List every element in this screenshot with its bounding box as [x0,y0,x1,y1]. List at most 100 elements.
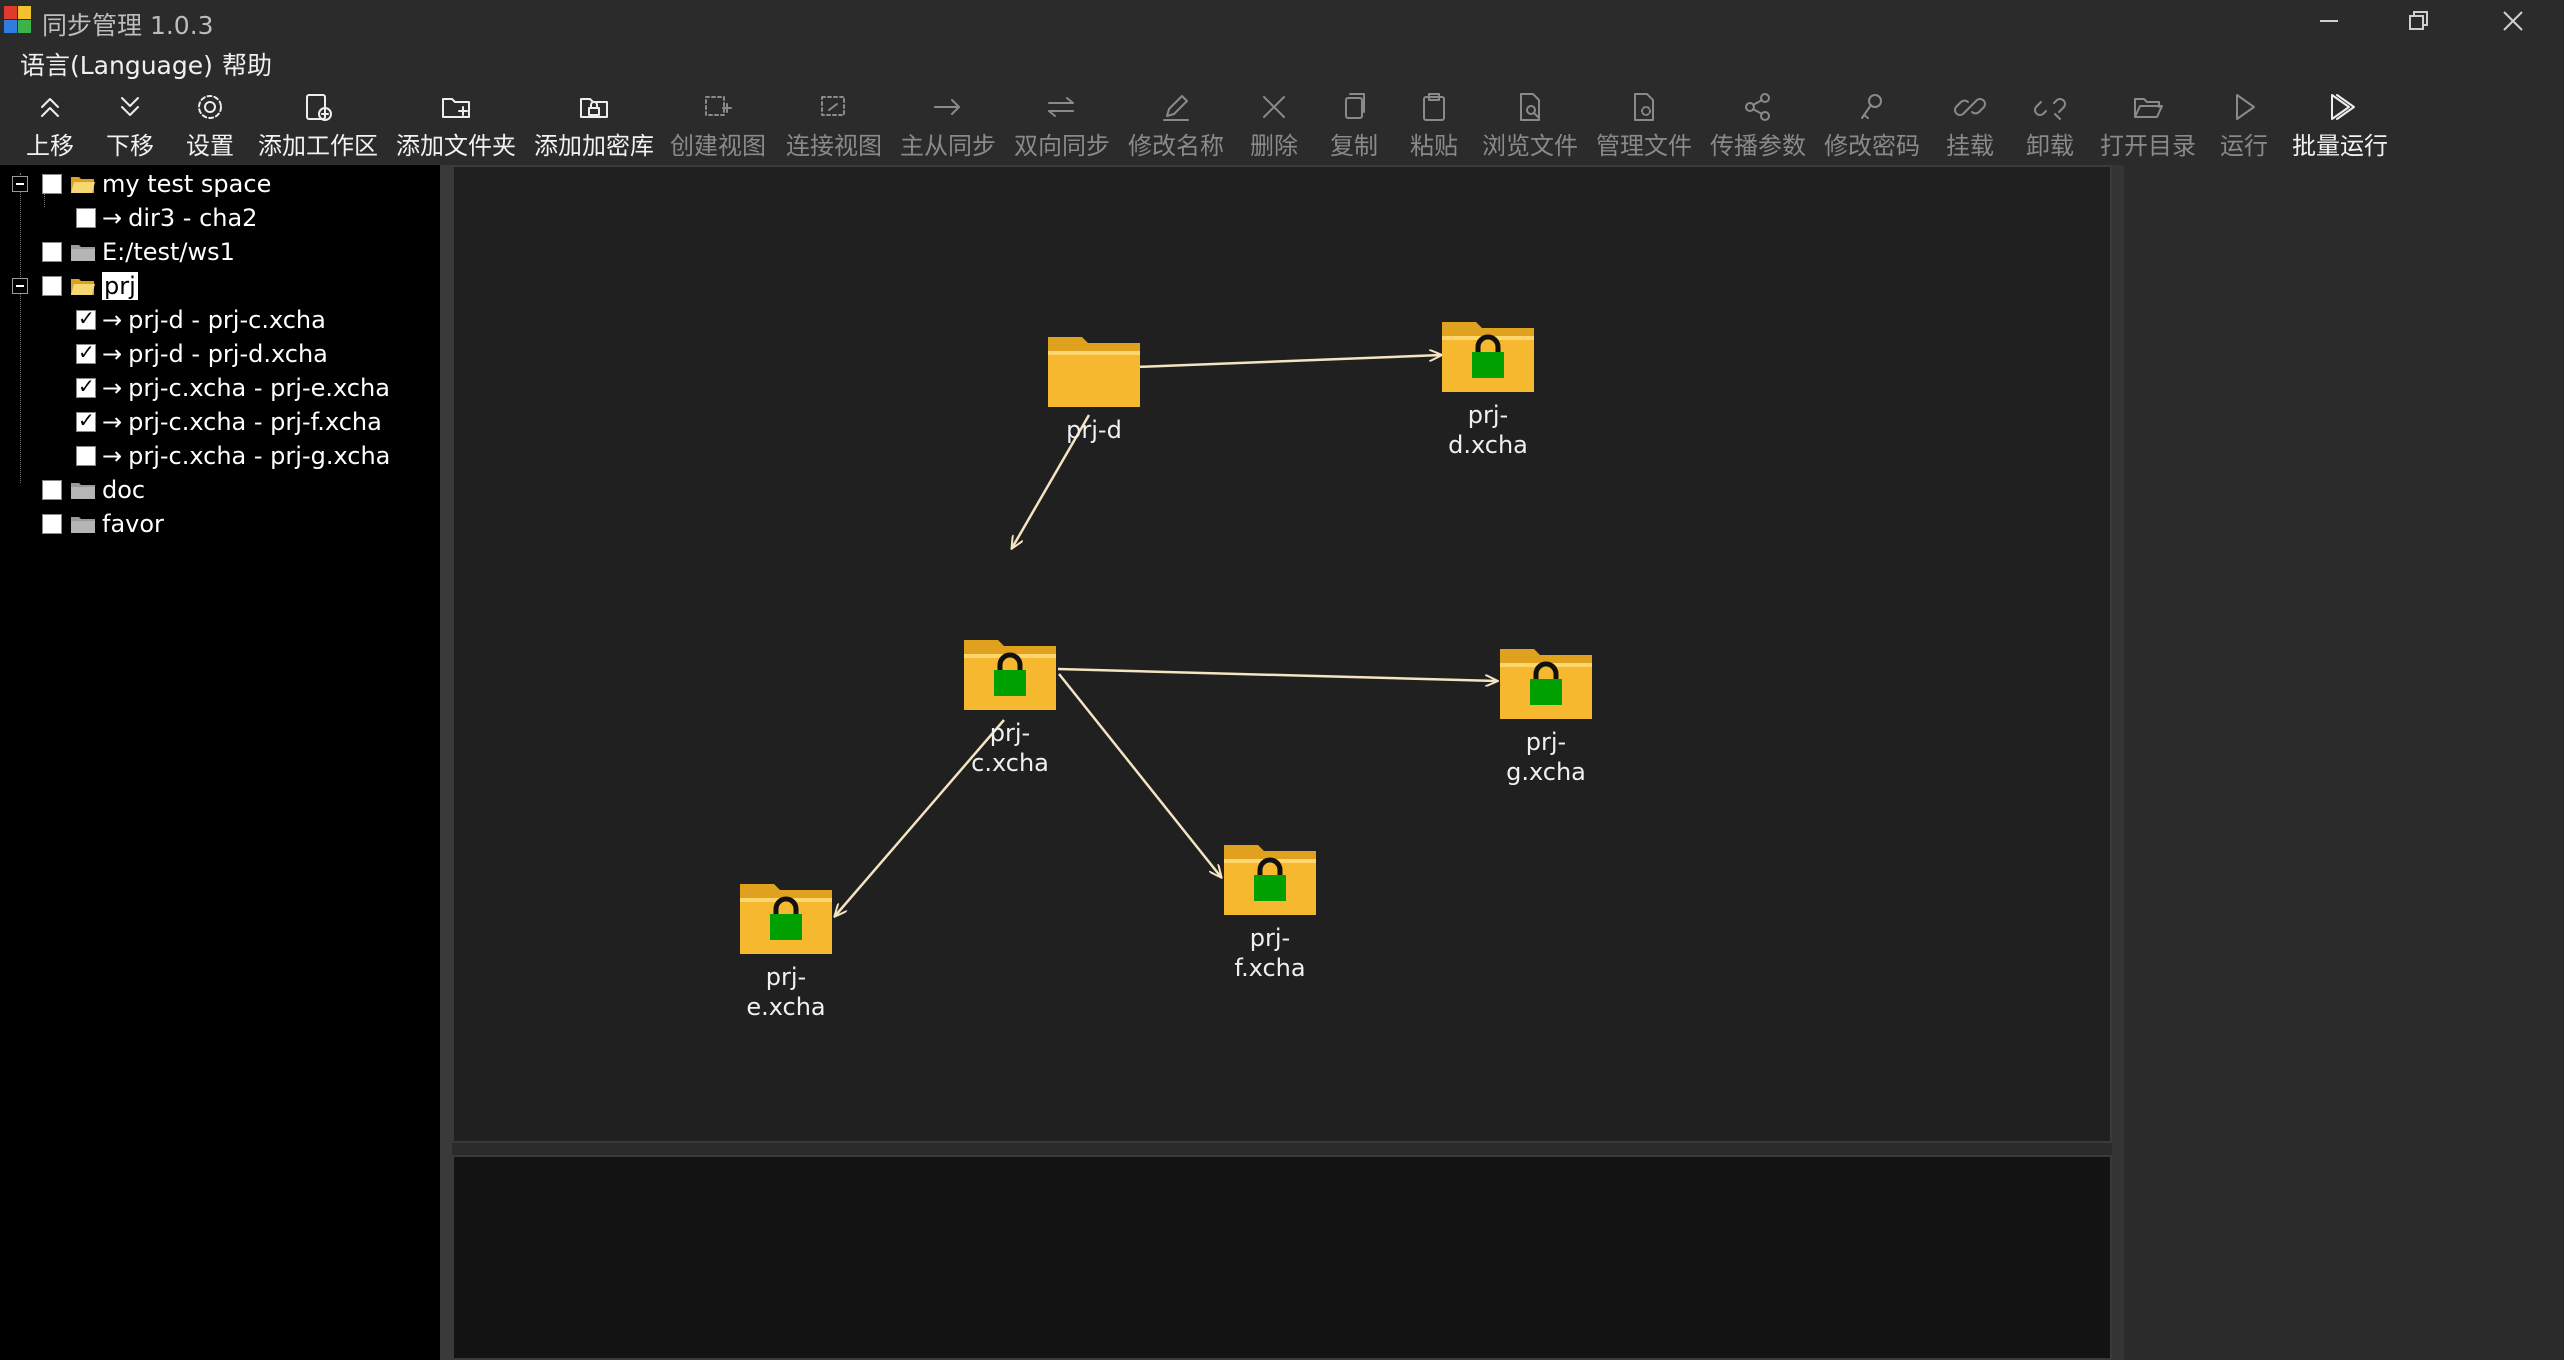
toolbar-button-pencil[interactable]: 修改名称 [1121,88,1231,162]
toolbar-button-browse-file[interactable]: 浏览文件 [1475,88,1585,162]
tree-checkbox[interactable] [42,514,62,534]
graph-node-prj-d.xcha[interactable] [1440,314,1536,394]
collapse-toggle[interactable] [12,176,28,192]
tree-item-label: prj-d - prj-d.xcha [128,340,328,368]
toolbar-button-add-vault[interactable]: 添加加密库 [534,88,654,162]
app-logo-icon [4,6,32,34]
locked-folder-icon [1500,649,1592,719]
arrow-right-icon [934,99,960,115]
restore-button[interactable] [2376,0,2462,42]
toolbar-button-open-folder[interactable]: 打开目录 [2093,88,2203,162]
tree-item[interactable]: →prj-d - prj-c.xcha [76,303,326,337]
double-chevron-down-icon [121,97,139,116]
double-chevron-up-icon [41,98,59,117]
tree-item-label: dir3 - cha2 [128,204,258,232]
toolbar-button-two-way-arrow[interactable]: 双向同步 [1007,88,1117,162]
folder-icon [71,483,95,499]
graph-edges [454,167,2110,1141]
open-folder-icon [2134,98,2163,118]
tree-item[interactable]: →prj-c.xcha - prj-e.xcha [76,371,390,405]
graph-node-label: prj- c.xcha [971,719,1049,777]
toolbar-label: 浏览文件 [1482,132,1578,160]
tree-checkbox[interactable] [42,480,62,500]
toolbar-button-paste[interactable]: 粘贴 [1379,88,1489,162]
tree-checkbox[interactable] [42,242,62,262]
tree-checkbox[interactable] [76,306,96,330]
collapse-toggle[interactable] [12,278,28,294]
graph-node-prj-d[interactable] [1046,329,1142,409]
toolbar-label: 添加文件夹 [396,132,516,160]
tree-item-label: prj-c.xcha - prj-g.xcha [128,442,391,470]
toolbar-label: 运行 [2220,132,2268,160]
tree-item[interactable]: →prj-c.xcha - prj-g.xcha [76,439,390,473]
tree-item[interactable]: my test space [12,167,271,201]
toolbar-label: 添加加密库 [534,132,654,160]
graph-node-label: prj- g.xcha [1506,728,1586,786]
close-icon [1263,96,1285,118]
graph-node-prj-g.xcha[interactable] [1498,641,1594,721]
sync-edge-prj-d-to-prj-c.xcha[interactable] [1012,414,1091,548]
graph-node-prj-f.xcha[interactable] [1222,837,1318,917]
menu-language[interactable]: 语言(Language) [20,51,213,80]
toolbar-button-unlink[interactable]: 卸载 [1995,88,2105,162]
tree-item[interactable]: →prj-c.xcha - prj-f.xcha [76,405,382,439]
toolbar-label: 卸载 [2026,132,2074,160]
toolbar-button-create-view[interactable]: 创建视图 [663,88,773,162]
browse-file-icon [1520,93,1540,121]
graph-node-prj-e.xcha[interactable] [738,876,834,956]
sync-edge-prj-d-to-prj-d.xcha[interactable] [1135,355,1441,369]
sync-arrow-icon: → [102,408,123,436]
tree-item[interactable]: E:/test/ws1 [42,235,235,269]
tree-item[interactable]: →dir3 - cha2 [76,201,257,235]
toolbar-button-gear[interactable]: 设置 [155,88,265,162]
toolbar-button-share[interactable]: 传播参数 [1703,88,1813,162]
toolbar-button-key[interactable]: 修改密码 [1817,88,1927,162]
toolbar-label: 连接视图 [786,132,882,160]
menu-help[interactable]: 帮助 [222,51,273,80]
tree-checkbox[interactable] [42,276,62,296]
toolbar-button-arrow-right[interactable]: 主从同步 [893,88,1003,162]
toolbar-label: 传播参数 [1710,132,1806,160]
share-icon [1745,93,1770,121]
sync-edge-prj-c.xcha-to-prj-f.xcha[interactable] [1058,673,1221,877]
sync-edge-prj-c.xcha-to-prj-g.xcha[interactable] [1057,667,1497,681]
workspace-tree[interactable]: my test space→dir3 - cha2E:/test/ws1prj→… [0,165,440,1360]
toolbar-button-copy[interactable]: 复制 [1299,88,1409,162]
graph-node-prj-c.xcha[interactable] [962,632,1058,712]
sync-arrow-icon: → [102,374,123,402]
toolbar-button-manage-file[interactable]: 管理文件 [1589,88,1699,162]
tree-checkbox[interactable] [76,374,96,398]
toolbar-button-batch-run[interactable]: 批量运行 [2285,88,2395,162]
toolbar-button-double-chevron-up[interactable]: 上移 [0,88,105,162]
menu-bar: 语言(Language) 帮助 [0,42,2564,84]
sync-arrow-icon: → [102,340,123,368]
toolbar-label: 创建视图 [670,132,766,160]
tree-checkbox[interactable] [76,408,96,432]
tree-item[interactable]: →prj-d - prj-d.xcha [76,337,328,371]
toolbar-button-add-folder[interactable]: 添加文件夹 [396,88,516,162]
tree-checkbox[interactable] [42,174,62,194]
toolbar-button-play[interactable]: 运行 [2189,88,2299,162]
folder-icon [1048,337,1140,407]
tree-checkbox[interactable] [76,446,96,466]
tree-checkbox[interactable] [76,340,96,364]
toolbar-label: 删除 [1250,132,1298,160]
toolbar-button-add-workspace[interactable]: 添加工作区 [258,88,378,162]
close-window-button[interactable] [2470,0,2556,42]
toolbar-button-link[interactable]: 挂载 [1915,88,2025,162]
sync-edge-prj-c.xcha-to-prj-e.xcha[interactable] [835,719,1005,916]
tree-item[interactable]: prj [12,269,138,303]
splitter-left[interactable] [440,165,452,1360]
tree-item-label: E:/test/ws1 [102,238,235,266]
tree-checkbox[interactable] [76,208,96,228]
tree-item[interactable]: doc [42,473,145,507]
tree-item-label: favor [102,510,164,538]
toolbar-button-close[interactable]: 删除 [1219,88,1329,162]
toolbar-button-connect-view[interactable]: 连接视图 [779,88,889,162]
minimize-button[interactable] [2286,0,2372,42]
splitter-right[interactable] [2112,165,2124,1360]
tree-line [20,173,21,483]
toolbar-button-double-chevron-down[interactable]: 下移 [75,88,185,162]
tree-item[interactable]: favor [42,507,164,541]
